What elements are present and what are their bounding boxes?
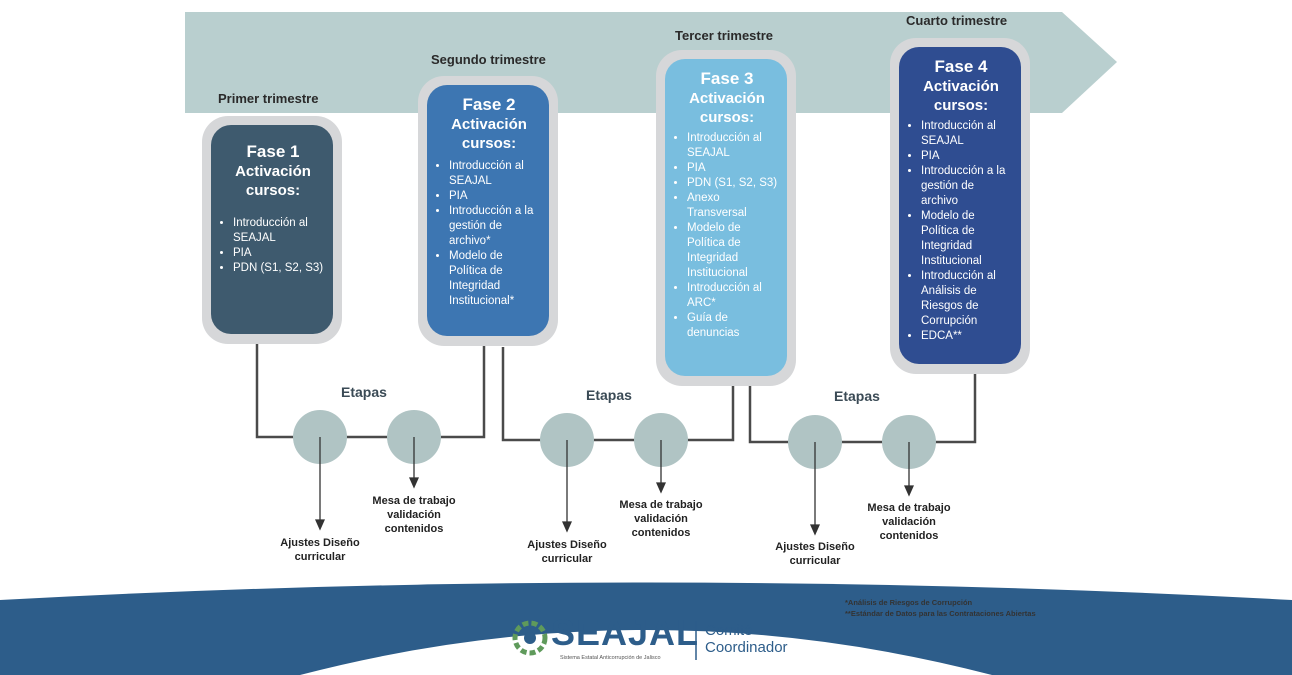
phase-2-title: Fase 2 <box>462 95 516 114</box>
bottom-band-center <box>300 630 992 675</box>
ajustes-label-2: Ajustes Diseño curricular <box>527 539 607 565</box>
phase-3-subtitle: Activación cursos: <box>689 90 765 126</box>
seajal-wordmark: SEAJAL <box>551 612 700 653</box>
course-item: Introducción al SEAJAL <box>687 131 779 161</box>
course-item: PIA <box>687 161 779 176</box>
course-item: PIA <box>449 189 541 204</box>
phase-1-course-list: Introducción al SEAJAL PIA PDN (S1, S2, … <box>221 216 325 276</box>
course-item: Modelo de Política de Integridad Institu… <box>687 221 779 281</box>
ajustes-label-1: Ajustes Diseño curricular <box>280 537 360 563</box>
etapas-label-3: Etapas <box>834 388 880 404</box>
course-item: Guía de denuncias <box>687 311 779 341</box>
seajal-tagline: Sistema Estatal Anticorrupción de Jalisc… <box>560 655 661 661</box>
course-item: Introducción a la gestión de archivo <box>921 164 1013 209</box>
mesa-label-2: Mesa de trabajo validación contenidos <box>619 499 703 539</box>
quarter-4-label: Cuarto trimestre <box>906 13 1008 28</box>
course-item: Introducción al SEAJAL <box>921 119 1013 149</box>
course-item: PIA <box>921 149 1013 164</box>
course-item: PIA <box>233 246 325 261</box>
phase-4-title: Fase 4 <box>934 57 988 76</box>
comite-text: Comité <box>705 622 753 639</box>
phase-1-card: Fase 1 Activación cursos: Introducción a… <box>211 125 333 334</box>
quarter-2-label: Segundo trimestre <box>431 52 546 67</box>
connector-lines <box>255 340 977 444</box>
phase-3-course-list: Introducción al SEAJAL PIA PDN (S1, S2, … <box>675 131 779 341</box>
phase-4-subtitle: Activación cursos: <box>923 78 999 114</box>
course-item: PDN (S1, S2, S3) <box>233 261 325 276</box>
phase-2-subtitle: Activación cursos: <box>451 116 527 152</box>
ajustes-label-3: Ajustes Diseño curricular <box>775 541 855 567</box>
course-item: Introducción al SEAJAL <box>233 216 325 246</box>
phase-4-card: Fase 4 Activación cursos: Introducción a… <box>899 47 1021 364</box>
course-item: Introducción al ARC* <box>687 281 779 311</box>
phase-2-course-list: Introducción al SEAJAL PIA Introducción … <box>437 159 541 309</box>
coordinador-text: Coordinador <box>705 639 788 656</box>
etapas-label-2: Etapas <box>586 387 632 403</box>
phase-1-subtitle: Activación cursos: <box>235 163 311 199</box>
course-item: PDN (S1, S2, S3) <box>687 176 779 191</box>
course-item: Anexo Transversal <box>687 191 779 221</box>
bottom-band <box>0 582 1292 675</box>
phase-4-course-list: Introducción al SEAJAL PIA Introducción … <box>909 119 1013 344</box>
footnote-edca: **Estándar de Datos para las Contratacio… <box>845 609 1036 618</box>
phase-1-title: Fase 1 <box>246 142 300 161</box>
course-item: EDCA** <box>921 329 1013 344</box>
course-item: Modelo de Política de Integridad Institu… <box>449 249 541 309</box>
etapas-label-1: Etapas <box>341 384 387 400</box>
course-item: Introducción al Análisis de Riesgos de C… <box>921 269 1013 329</box>
course-item: Modelo de Política de Integridad Institu… <box>921 209 1013 269</box>
footnote-arc: *Análisis de Riesgos de Corrupción <box>845 598 973 607</box>
phase-2-card: Fase 2 Activación cursos: Introducción a… <box>427 85 549 336</box>
phase-3-card: Fase 3 Activación cursos: Introducción a… <box>665 59 787 376</box>
comite-label: Comité Coordinador <box>705 622 788 656</box>
quarter-3-label: Tercer trimestre <box>675 28 774 43</box>
mesa-label-3: Mesa de trabajo validación contenidos <box>867 502 951 542</box>
course-item: Introducción al SEAJAL <box>449 159 541 189</box>
phase-3-title: Fase 3 <box>700 69 754 88</box>
course-item: Introducción a la gestión de archivo* <box>449 204 541 249</box>
seajal-logo-icon <box>512 620 548 656</box>
footnotes: *Análisis de Riesgos de Corrupción **Est… <box>845 597 1036 619</box>
quarter-1-label: Primer trimestre <box>218 91 319 106</box>
timeline-arrow <box>185 12 1117 113</box>
mesa-label-1: Mesa de trabajo validación contenidos <box>372 495 456 535</box>
node-arrows <box>314 437 915 536</box>
